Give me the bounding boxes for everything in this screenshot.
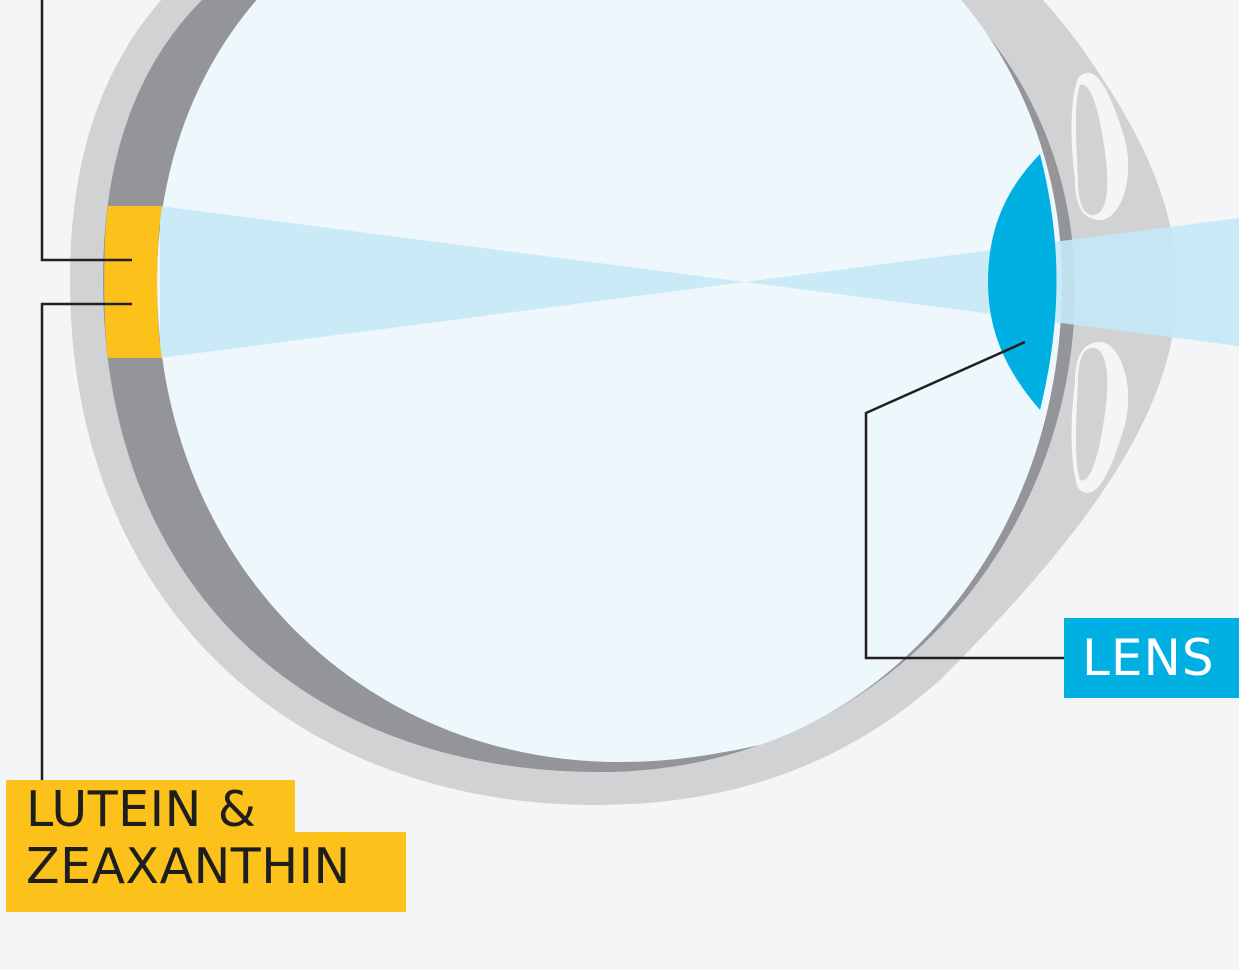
iris-lower-inner bbox=[1076, 348, 1108, 481]
lens-label: LENS bbox=[1064, 618, 1239, 698]
light-beam-focused bbox=[160, 206, 745, 358]
lens-shape bbox=[988, 154, 1057, 410]
lutein-leader-top bbox=[40, 0, 132, 262]
macula bbox=[104, 206, 162, 358]
lens-leader bbox=[864, 340, 1066, 660]
lutein-label-line-1: LUTEIN & bbox=[6, 780, 295, 838]
iris-upper-inner bbox=[1076, 84, 1108, 216]
lutein-label-line-2: ZEAXANTHIN bbox=[6, 832, 406, 912]
lutein-leader-bottom bbox=[40, 302, 132, 782]
vitreous-body bbox=[157, 0, 1062, 762]
